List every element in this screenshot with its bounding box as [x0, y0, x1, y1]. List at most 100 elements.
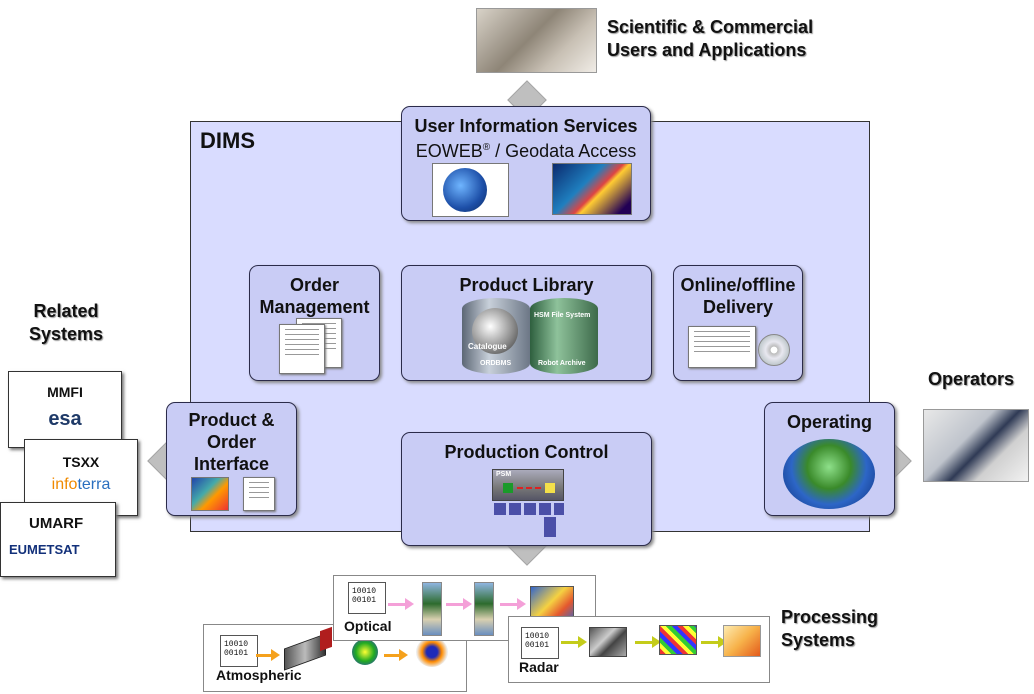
globe-icon — [352, 639, 378, 665]
arrowhead-icon — [399, 649, 408, 661]
data-cube-icon — [320, 626, 332, 652]
globe-icon — [783, 439, 875, 509]
eumetsat-logo: EUMETSAT — [9, 542, 80, 557]
geodata-map-icon — [552, 163, 632, 215]
binary-line2: 00101 — [352, 596, 377, 605]
order-management-line1: Order — [289, 275, 340, 295]
tsxx-label: TSXX — [62, 454, 100, 470]
delivery-line2: Delivery — [702, 297, 774, 317]
infoterra-logo: infoterra — [25, 476, 137, 494]
infoterra-logo-b: terra — [77, 476, 111, 493]
delivery-line1: Online/offline — [680, 275, 796, 295]
uis-subtitle: EOWEB® / Geodata Access — [402, 137, 650, 162]
arrow-icon — [384, 654, 400, 657]
arrowhead-icon — [718, 636, 727, 648]
binary-line2: 00101 — [525, 641, 550, 650]
globe-icon — [472, 308, 518, 354]
user-information-services-box: User Information Services EOWEB® / Geoda… — [401, 106, 651, 221]
satellite-strip-icon — [422, 582, 442, 636]
binary-line1: 10010 — [352, 587, 377, 596]
arrow-icon — [446, 603, 464, 606]
document-icon — [688, 326, 756, 368]
uis-subtitle-prefix: EOWEB — [415, 141, 483, 161]
operators-photo-icon — [923, 409, 1029, 482]
related-card-mmfi: MMFI esa — [8, 371, 122, 448]
processing-line2: Systems — [781, 630, 856, 650]
workflow-steps-icon — [544, 517, 556, 537]
arrow-icon — [256, 654, 272, 657]
order-management-line2: Management — [259, 297, 370, 317]
uis-subtitle-reg: ® — [482, 142, 491, 153]
users-title-line2: Users and Applications — [607, 40, 807, 60]
dims-label: DIMS — [200, 128, 255, 153]
binary-line2: 00101 — [224, 649, 249, 658]
processing-systems-label: Processing Systems — [781, 606, 878, 652]
mmfi-label: MMFI — [47, 384, 83, 400]
order-management-box: Order Management — [249, 265, 380, 381]
arrow-icon — [635, 641, 653, 644]
users-photo-icon — [476, 8, 597, 73]
robot-archive-label: Robot Archive — [538, 360, 586, 367]
workflow-node — [503, 483, 513, 493]
delivery-box: Online/offline Delivery — [673, 265, 803, 381]
related-systems-label: Related Systems — [22, 300, 110, 346]
poi-line1: Product & — [188, 410, 275, 430]
arrow-icon — [701, 641, 719, 644]
ordbms-label: ORDBMS — [480, 360, 512, 367]
processing-line1: Processing — [781, 607, 879, 627]
product-order-interface-box: Product & Order Interface — [166, 402, 297, 516]
optical-label: Optical — [344, 618, 392, 634]
workflow-arrow — [517, 487, 541, 489]
atmospheric-label: Atmospheric — [216, 667, 302, 683]
map-thumbnail-icon — [191, 477, 229, 511]
document-icon — [279, 324, 325, 374]
esa-logo: esa — [48, 408, 82, 430]
hsm-label: HSM File System — [534, 312, 591, 319]
workflow-icon: PSM — [492, 469, 564, 501]
users-title: Scientific & Commercial Users and Applic… — [607, 16, 813, 62]
arrow-icon — [500, 603, 518, 606]
elevation-map-icon — [723, 625, 761, 657]
umarf-label: UMARF — [29, 515, 84, 532]
globe-icon — [416, 637, 448, 667]
document-icon — [243, 477, 275, 511]
related-line2: Systems — [28, 324, 104, 344]
arrowhead-icon — [463, 598, 472, 610]
radar-image-icon — [589, 627, 627, 657]
workflow-node — [545, 483, 555, 493]
product-library-title: Product Library — [459, 275, 594, 295]
disc-icon — [758, 334, 790, 366]
arrowhead-icon — [517, 598, 526, 610]
arrow-icon — [561, 641, 579, 644]
radar-label: Radar — [519, 659, 559, 675]
catalogue-label: Catalogue — [468, 342, 507, 351]
binary-line1: 10010 — [224, 640, 249, 649]
arrowhead-icon — [578, 636, 587, 648]
satellite-strip-icon — [474, 582, 494, 636]
poi-line2: Order — [206, 432, 257, 452]
production-control-box: Production Control PSM — [401, 432, 652, 546]
related-line1: Related — [33, 301, 99, 321]
product-library-box: Product Library Catalogue ORDBMS HSM Fil… — [401, 265, 652, 381]
database-icon: Catalogue ORDBMS — [462, 298, 530, 374]
infoterra-logo-a: info — [51, 476, 78, 493]
arrowhead-icon — [271, 649, 280, 661]
production-control-title: Production Control — [444, 442, 609, 462]
operating-title: Operating — [786, 412, 872, 432]
globe-icon — [443, 168, 487, 212]
interferogram-icon — [659, 625, 697, 655]
arrowhead-icon — [652, 636, 661, 648]
operators-label: Operators — [928, 369, 1015, 389]
related-card-umarf: UMARF EUMETSAT — [0, 502, 116, 577]
users-title-line1: Scientific & Commercial — [607, 17, 814, 37]
eoweb-screenshot-icon — [432, 163, 509, 217]
workflow-steps-icon — [494, 503, 564, 515]
uis-subtitle-suffix: / Geodata Access — [490, 141, 637, 161]
arrow-icon — [388, 603, 406, 606]
binary-line1: 10010 — [525, 632, 550, 641]
operating-box: Operating — [764, 402, 895, 516]
